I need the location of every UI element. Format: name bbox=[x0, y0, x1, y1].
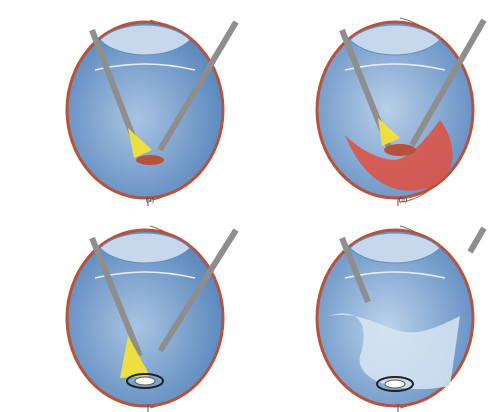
eye-diagram-panel-a: (a) bbox=[0, 0, 250, 206]
eye-diagram-panel-c bbox=[0, 206, 250, 412]
eye-diagram-panel-d bbox=[250, 206, 500, 412]
eye-diagram-panel-b: (b) bbox=[250, 0, 500, 206]
eye-cross-section-c-icon bbox=[0, 206, 250, 412]
caption-b: (b) bbox=[388, 196, 418, 204]
retinal-lesion bbox=[136, 155, 164, 165]
eye-cross-section-d-icon bbox=[250, 206, 500, 412]
eye-cross-section-b-icon bbox=[250, 0, 500, 206]
caption-a: (a) bbox=[135, 196, 165, 204]
vitrector-probe-icon bbox=[470, 228, 484, 252]
eye-cross-section-a-icon bbox=[0, 0, 250, 206]
retinal-lesion bbox=[384, 144, 416, 156]
